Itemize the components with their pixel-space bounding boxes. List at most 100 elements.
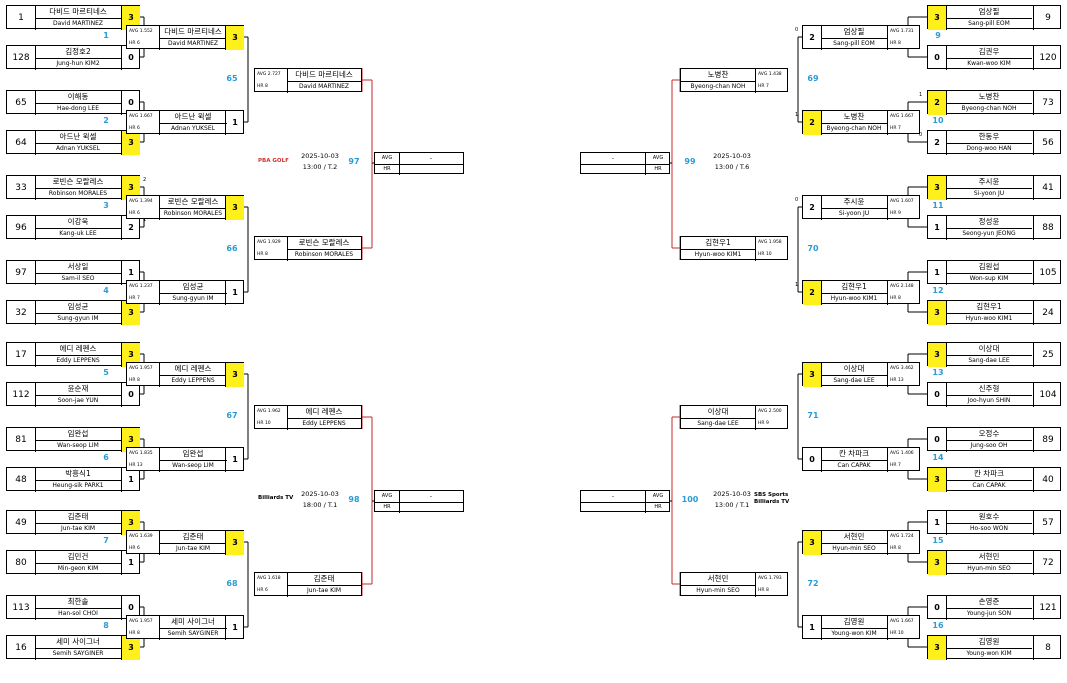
player-name-english: Sang-pill EOM [968,20,1010,27]
player-name-korean: 노병찬 [681,69,755,82]
player-name-english: Sung-gyun IM [172,295,214,302]
player-name-english: Hyun-woo KIM1 [965,315,1013,322]
average-stat: AVG 1.958 [758,240,782,245]
match-number: 14 [932,453,944,462]
score-box: 3 [121,6,140,30]
match-number: 9 [935,31,941,40]
player-name-korean: 주시윤 [821,196,887,209]
high-run-value [581,164,645,175]
stat-row: HR [581,164,669,175]
player-name-korean: 엄상필 [821,26,887,39]
seed-number: 24 [1033,301,1062,325]
player-name-english: Can CAPAK [972,482,1006,489]
seed-number: 41 [1033,176,1062,200]
player-name-english: Ho-soo WON [970,525,1008,532]
player-name-korean: 세미 사이그너 [35,636,121,649]
player-name-english: Han-sol CHOI [58,610,98,617]
player-name-english: Hyun-woo KIM1 [830,295,878,302]
broadcaster-logo: PBA GOLF [258,158,289,164]
seed-number: 80 [7,551,36,575]
match-number: 11 [932,201,944,210]
player-name-korean: 서현민 [946,551,1032,564]
tiebreak-score: 0 [795,197,799,203]
player-name-korean: 김현우1 [821,281,887,294]
player-name-korean: 엄상필 [946,6,1032,19]
score-box: 3 [225,363,244,387]
player-name-korean: 에디 레펜스 [287,406,361,419]
score-box: 3 [121,636,140,660]
player-name-english: Semih SAYGINER [52,650,104,657]
player-name-korean: 김영원 [821,616,887,629]
stat-row: HR [375,502,463,513]
player-name-korean: 손영준 [946,596,1032,609]
player-name-english: Won-sup KIM [969,275,1009,282]
high-run-stat: HR 6 [129,41,140,46]
average-stat: AVG 1.438 [758,72,782,77]
average-stat: AVG 1.667 [890,114,914,119]
average-stat: AVG 1.552 [129,29,153,34]
average-stat: AVG 1.731 [890,29,914,34]
score-box: 3 [803,363,822,387]
average-stat: AVG 1.724 [890,534,914,539]
seed-number: 105 [1033,261,1062,285]
match-date: 2025-10-03 [301,152,339,160]
player-name-english: David MARTINEZ [52,20,104,27]
score-box: 3 [121,511,140,535]
score-box: 0 [121,596,140,620]
player-name-english: Dong-woo HAN [966,145,1012,152]
player-name-english: Si-yoon JU [838,210,870,217]
match-number: 68 [226,578,238,588]
seed-number: 120 [1033,46,1062,70]
high-run-stat: HR 8 [129,378,140,383]
player-stats: AVG 1.552 HR 6 [127,26,160,50]
score-box: 1 [121,261,140,285]
seed-number: 57 [1033,511,1062,535]
tiebreak-score: 2 [143,177,147,183]
match-number: 2 [103,116,109,125]
average-label: AVG [645,491,670,502]
score-box: 2 [121,216,140,240]
player-name-english: Sang-dae LEE [833,377,875,384]
score-box: 3 [928,301,947,325]
match-number: 6 [103,453,109,462]
match-number: 66 [226,243,238,253]
player-name-korean: 다비드 마르티네스 [159,26,227,39]
average-stat: AVG 1.835 [129,451,153,456]
player-name-korean: 김준태 [159,531,227,544]
stat-row: AVG- [581,491,669,503]
score-box: 3 [121,131,140,155]
score-box: 1 [121,551,140,575]
player-name-korean: 최한솔 [35,596,121,609]
player-name-korean: 이상대 [681,406,755,419]
average-stat: AVG 1.394 [129,199,153,204]
quarterfinal-match: AVG-HR [374,152,464,175]
match-date: 2025-10-03 [301,490,339,498]
score-box: 2 [803,281,822,305]
seed-number: 121 [1033,596,1062,620]
score-box: 2 [928,91,947,115]
player-name-korean: 주시윤 [946,176,1032,189]
average-value: - [429,493,433,500]
player-name-english: Hyun-min SEO [832,545,876,552]
score-box: 2 [803,26,822,50]
quarterfinal-match: AVG-HR [374,490,464,513]
